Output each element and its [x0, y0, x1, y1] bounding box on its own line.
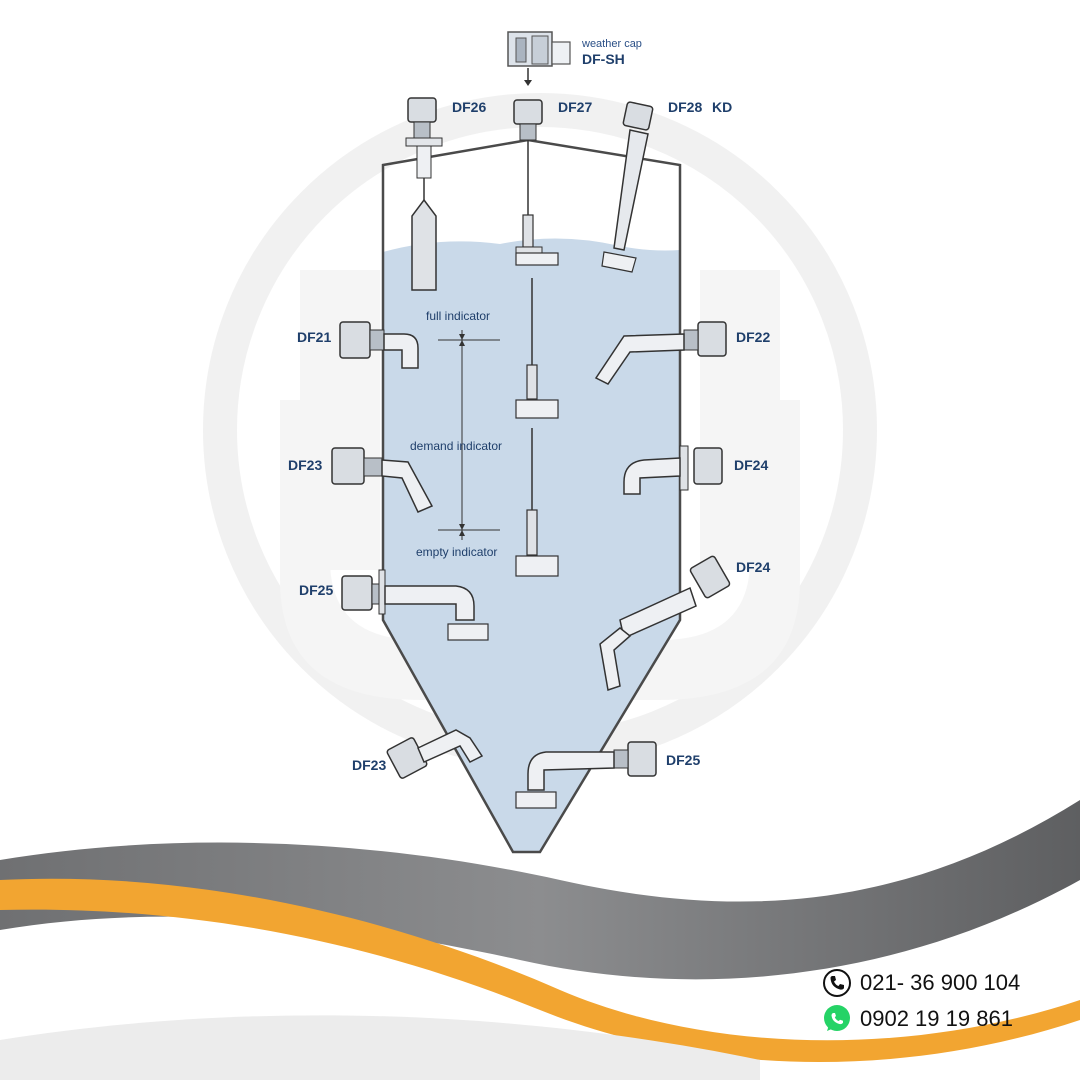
weather-cap-device: [507, 31, 571, 86]
df25-lower-sensor: [515, 741, 657, 809]
df25-upper-label: DF25: [299, 582, 333, 598]
kd-label: KD: [712, 99, 732, 115]
wave-gray-light: [0, 1015, 760, 1080]
empty-indicator-label: empty indicator: [416, 545, 497, 559]
phone-number: 021- 36 900 104: [860, 970, 1021, 995]
df24-lower-label: DF24: [736, 559, 770, 575]
df23-upper-label: DF23: [288, 457, 322, 473]
whatsapp-number: 0902 19 19 861: [860, 1006, 1013, 1031]
df25-lower-label: DF25: [666, 752, 700, 768]
df22-sensor: [594, 321, 727, 385]
df24-upper-sensor: [623, 445, 723, 495]
df21-sensor: [339, 321, 419, 369]
df26-label: DF26: [452, 99, 486, 115]
df21-label: DF21: [297, 329, 331, 345]
df23-lower-sensor: [386, 729, 484, 779]
decorative-waves: [0, 800, 1080, 1080]
df24-upper-label: DF24: [734, 457, 768, 473]
demand-indicator-label: demand indicator: [410, 439, 502, 453]
df23-upper-sensor: [331, 447, 434, 513]
silo-outline: [381, 138, 682, 854]
full-indicator-label: full indicator: [426, 309, 490, 323]
df27-sensor: [513, 99, 559, 266]
center-rope-probes: [515, 278, 559, 577]
df28-kd-sensor: [601, 101, 654, 273]
whatsapp-icon: [824, 1005, 850, 1031]
df22-label: DF22: [736, 329, 770, 345]
df28-label: DF28: [668, 99, 702, 115]
phone-icon: [823, 969, 851, 997]
df23-lower-label: DF23: [352, 757, 386, 773]
weather-cap-model: DF-SH: [582, 51, 625, 67]
df24-lower-sensor: [599, 555, 731, 691]
phone-contact[interactable]: 021- 36 900 104: [822, 968, 1020, 998]
df25-upper-sensor: [341, 569, 489, 641]
df27-label: DF27: [558, 99, 592, 115]
indicator-dimension-line: [438, 330, 500, 540]
wave-gray: [0, 800, 1080, 980]
weather-cap-label: weather cap: [581, 38, 642, 50]
whatsapp-contact[interactable]: 0902 19 19 861: [822, 1004, 1013, 1034]
wave-orange: [0, 878, 1080, 1063]
df26-sensor: [405, 97, 443, 291]
